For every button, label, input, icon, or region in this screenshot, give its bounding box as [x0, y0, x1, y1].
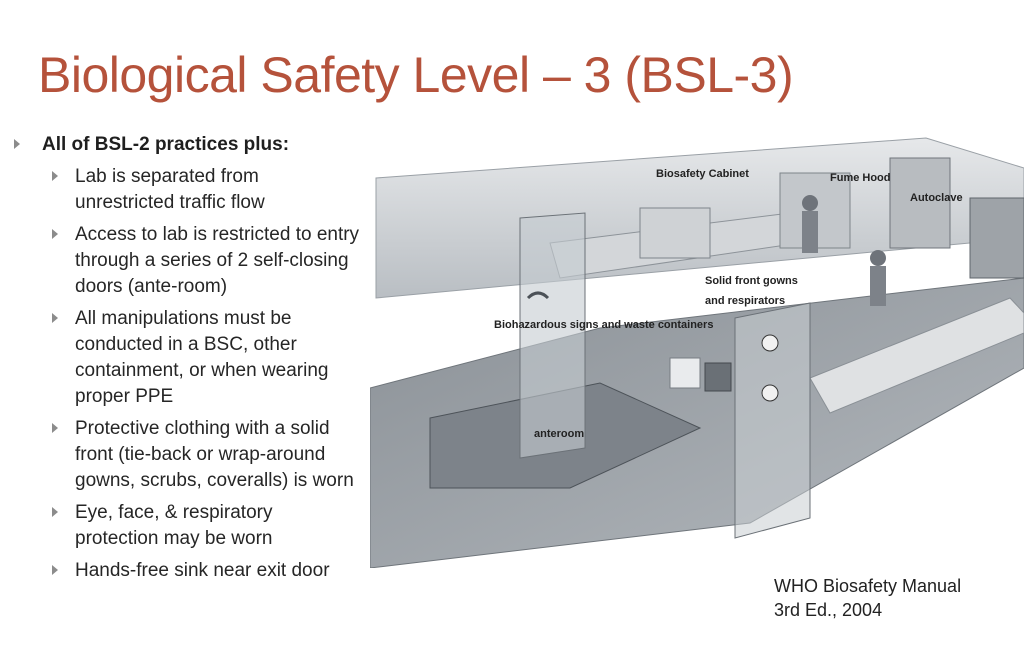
bullet-item-text: Hands-free sink near exit door [75, 560, 330, 581]
caption-line1: WHO Biosafety Manual [774, 576, 962, 596]
bullet-arrow-icon [52, 171, 58, 181]
bullet-item-text: Access to lab is restricted to entry thr… [75, 224, 360, 297]
label-gowns-line2: and respirators [705, 295, 786, 307]
bullet-main: All of BSL-2 practices plus: [14, 132, 374, 158]
bullet-arrow-icon [14, 139, 20, 149]
lab-worker-icon [870, 250, 886, 266]
bullet-main-text: All of BSL-2 practices plus: [42, 134, 290, 155]
biohazard-sign-icon [761, 384, 779, 402]
bsl3-lab-diagram: Biosafety Cabinet Fume Hood Autoclave So… [370, 128, 1024, 648]
lab-worker-body [870, 266, 886, 306]
label-biohazard-signs: Biohazardous signs and waste containers [494, 319, 714, 331]
bullet-item-text: Lab is separated from unrestricted traff… [75, 166, 265, 213]
waste-container [669, 357, 701, 389]
bullet-item: Hands-free sink near exit door [14, 558, 375, 584]
label-gowns-line1: Solid front gowns [705, 275, 798, 287]
bullet-item: Eye, face, & respiratory protection may … [14, 500, 325, 552]
bullet-item: All manipulations must be conducted in a… [14, 306, 365, 410]
ante-room-partition [519, 212, 586, 459]
label-anteroom: anteroom [534, 428, 585, 440]
hands-free-sink-icon [526, 291, 550, 300]
lab-floorplan-illustration [370, 137, 1024, 568]
bullet-arrow-icon [52, 423, 58, 433]
label-biosafety-cabinet: Biosafety Cabinet [656, 168, 749, 180]
bullet-arrow-icon [52, 229, 58, 239]
biohazard-sign-icon [761, 334, 779, 352]
lab-worker-icon [802, 195, 818, 211]
bullet-item: Access to lab is restricted to entry thr… [14, 222, 371, 300]
fume-hood-shape [889, 157, 951, 249]
bullet-item: Lab is separated from unrestricted traff… [14, 164, 313, 216]
slide-title: Biological Safety Level – 3 (BSL-3) [38, 47, 794, 103]
bullet-arrow-icon [52, 507, 58, 517]
bullet-list: All of BSL-2 practices plus: Lab is sepa… [14, 132, 374, 590]
source-caption: WHO Biosafety Manual 3rd Ed., 2004 [774, 574, 961, 622]
caption-line2: 3rd Ed., 2004 [774, 600, 883, 620]
lab-door-partition [734, 302, 811, 539]
label-autoclave: Autoclave [910, 192, 963, 204]
label-fume-hood: Fume Hood [830, 172, 891, 184]
bullet-arrow-icon [52, 313, 58, 323]
lab-worker-body [802, 211, 818, 253]
bullet-item-text: All manipulations must be conducted in a… [75, 308, 329, 407]
bullet-item-text: Protective clothing with a solid front (… [75, 418, 354, 491]
center-bench [809, 297, 1024, 414]
bullet-item-text: Eye, face, & respiratory protection may … [75, 502, 273, 549]
waste-container [704, 362, 732, 392]
biosafety-cabinet-shape [639, 207, 711, 259]
bullet-arrow-icon [52, 565, 58, 575]
bullet-item: Protective clothing with a solid front (… [14, 416, 371, 494]
autoclave-shape [969, 197, 1024, 279]
